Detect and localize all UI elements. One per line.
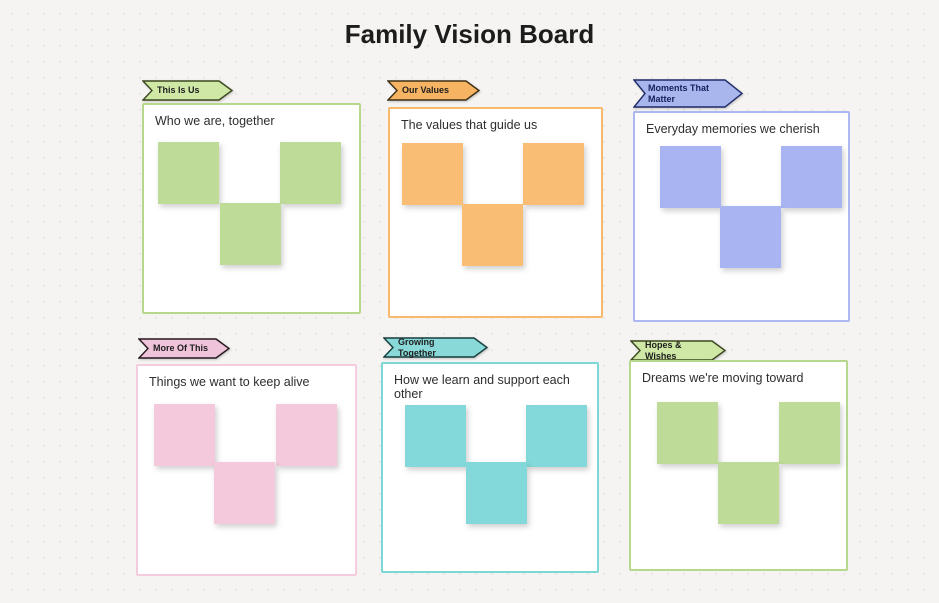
sticky-note[interactable] (523, 143, 584, 205)
section-subtitle: How we learn and support each other (394, 373, 570, 401)
section-box[interactable]: How we learn and support each other (381, 362, 599, 573)
tag-banner-moments-that-matter[interactable]: Moments That Matter (633, 79, 743, 108)
section-box[interactable]: The values that guide us (388, 107, 603, 318)
sticky-note[interactable] (276, 404, 337, 466)
sticky-note[interactable] (280, 142, 341, 204)
section-box[interactable]: Dreams we're moving toward (629, 360, 848, 571)
section-subtitle: Everyday memories we cherish (646, 122, 820, 136)
tag-banner-our-values[interactable]: Our Values (387, 80, 480, 101)
section-box[interactable]: Everyday memories we cherish (633, 111, 850, 322)
banner-ribbon-shape (383, 337, 488, 358)
section-subtitle: Things we want to keep alive (149, 375, 310, 389)
tag-label: Moments That Matter (648, 82, 710, 104)
banner-ribbon-shape (387, 80, 480, 101)
tag-label: Growing Together (398, 336, 436, 358)
sticky-note[interactable] (781, 146, 842, 208)
tag-label: More Of This (153, 343, 209, 354)
sticky-note[interactable] (220, 203, 281, 265)
sticky-note[interactable] (402, 143, 463, 205)
tag-banner-growing-together[interactable]: Growing Together (383, 337, 488, 358)
tag-banner-hopes-and-wishes[interactable]: Hopes & Wishes (630, 340, 726, 361)
section-subtitle: Who we are, together (155, 114, 275, 128)
tag-label: Hopes & Wishes (645, 339, 682, 361)
section-box[interactable]: Things we want to keep alive (136, 364, 357, 576)
section-subtitle: Dreams we're moving toward (642, 371, 804, 385)
sticky-note[interactable] (405, 405, 466, 467)
tag-banner-more-of-this[interactable]: More Of This (138, 338, 230, 359)
sticky-note[interactable] (462, 204, 523, 266)
section-subtitle: The values that guide us (401, 118, 538, 132)
sticky-note[interactable] (657, 402, 718, 464)
sticky-note[interactable] (214, 462, 275, 524)
sticky-note[interactable] (720, 206, 781, 268)
tag-label: This Is Us (157, 85, 200, 96)
sticky-note[interactable] (526, 405, 587, 467)
sticky-note[interactable] (158, 142, 219, 204)
sticky-note[interactable] (660, 146, 721, 208)
tag-label: Our Values (402, 85, 450, 96)
banner-ribbon-shape (142, 80, 233, 101)
sticky-note[interactable] (779, 402, 840, 464)
sticky-note[interactable] (718, 462, 779, 524)
sticky-note[interactable] (154, 404, 215, 466)
tag-banner-this-is-us[interactable]: This Is Us (142, 80, 233, 101)
board-title[interactable]: Family Vision Board (344, 19, 595, 49)
banner-ribbon-shape (138, 338, 230, 359)
section-box[interactable]: Who we are, together (142, 103, 361, 314)
sticky-note[interactable] (466, 462, 527, 524)
banner-ribbon-shape (633, 79, 743, 108)
